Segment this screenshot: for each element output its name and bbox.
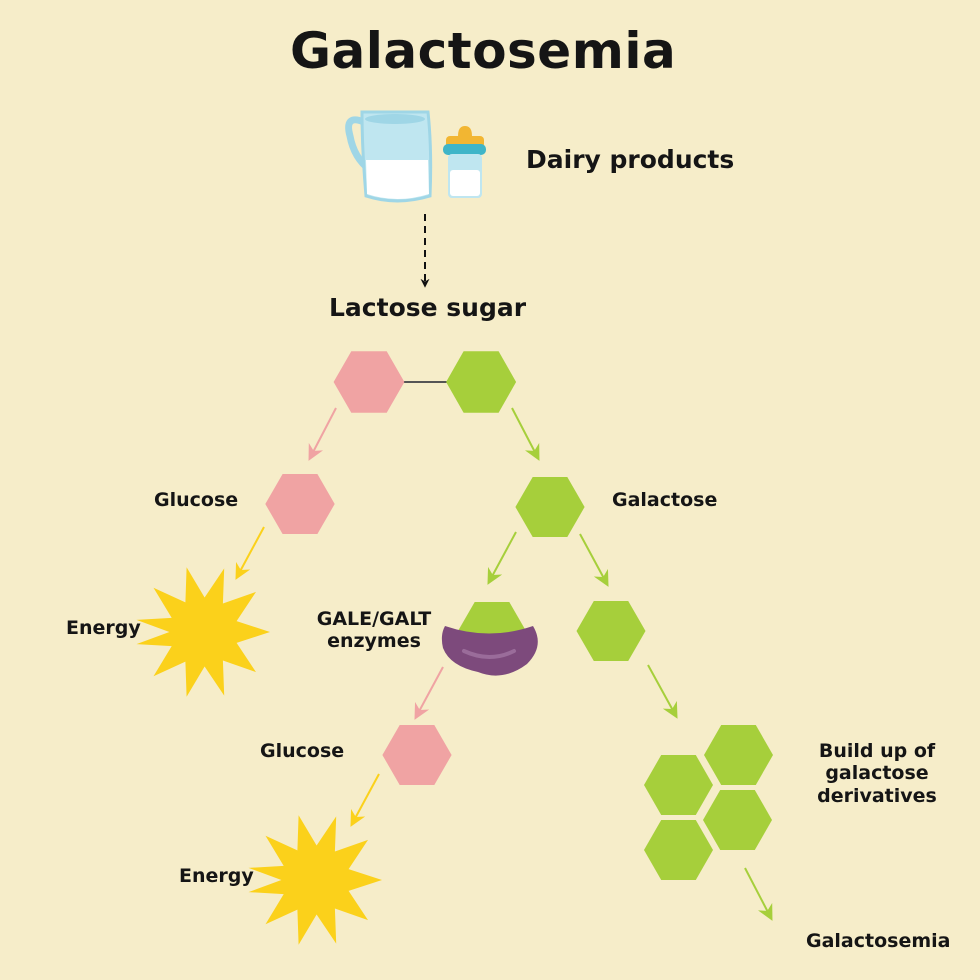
lactose-sugar-label: Lactose sugar [329,293,527,322]
arrow-to-enzyme-path [487,531,517,585]
baby-bottle-icon [443,126,486,198]
arrow-to-energy-1 [235,526,265,580]
lactose-glucose-hexagon [333,351,405,413]
lactose-galactose-hexagon [446,351,517,413]
energy-burst-icon [136,567,270,697]
energy-label: Energy [66,617,141,639]
page-title: Galactosemia [290,22,677,80]
buildup-label: Build up of galactose derivatives [808,740,946,807]
arrow-to-galactosemia [744,867,773,921]
arrow-to-energy-2 [350,773,380,827]
arrow-to-galactose [511,407,540,461]
arrow-to-glucose-2 [414,666,444,720]
energy-label-2: Energy [179,865,254,887]
glucose-hexagon [265,474,335,534]
galactose-label: Galactose [612,489,718,511]
galactosemia-outcome-label: Galactosemia [806,930,951,952]
enzyme-icon [441,626,538,676]
arrow-to-accumulation-path [579,533,609,587]
buildup-label-line-3: derivatives [817,784,937,807]
dairy-products-label: Dairy products [526,145,735,174]
glucose-label: Glucose [154,489,239,511]
enzyme-label: GALE/GALT enzymes [312,608,436,653]
enzyme-label-line-1: GALE/GALT [316,608,432,630]
buildup-label-line-2: galactose [825,762,929,785]
arrow-to-glucose [308,407,337,461]
milk-jug-icon [345,110,433,203]
arrow-to-buildup [647,664,678,719]
glucose-hexagon-2 [382,725,452,785]
galactose-hexagon [515,477,585,537]
galactose-derivatives-cluster [644,725,773,880]
buildup-label-line-1: Build up of [818,740,936,762]
energy-burst-icon-2 [248,815,382,945]
glucose-label-2: Glucose [260,740,345,762]
enzyme-label-line-2: enzymes [327,630,421,653]
galactose-hexagon-2 [576,601,646,661]
